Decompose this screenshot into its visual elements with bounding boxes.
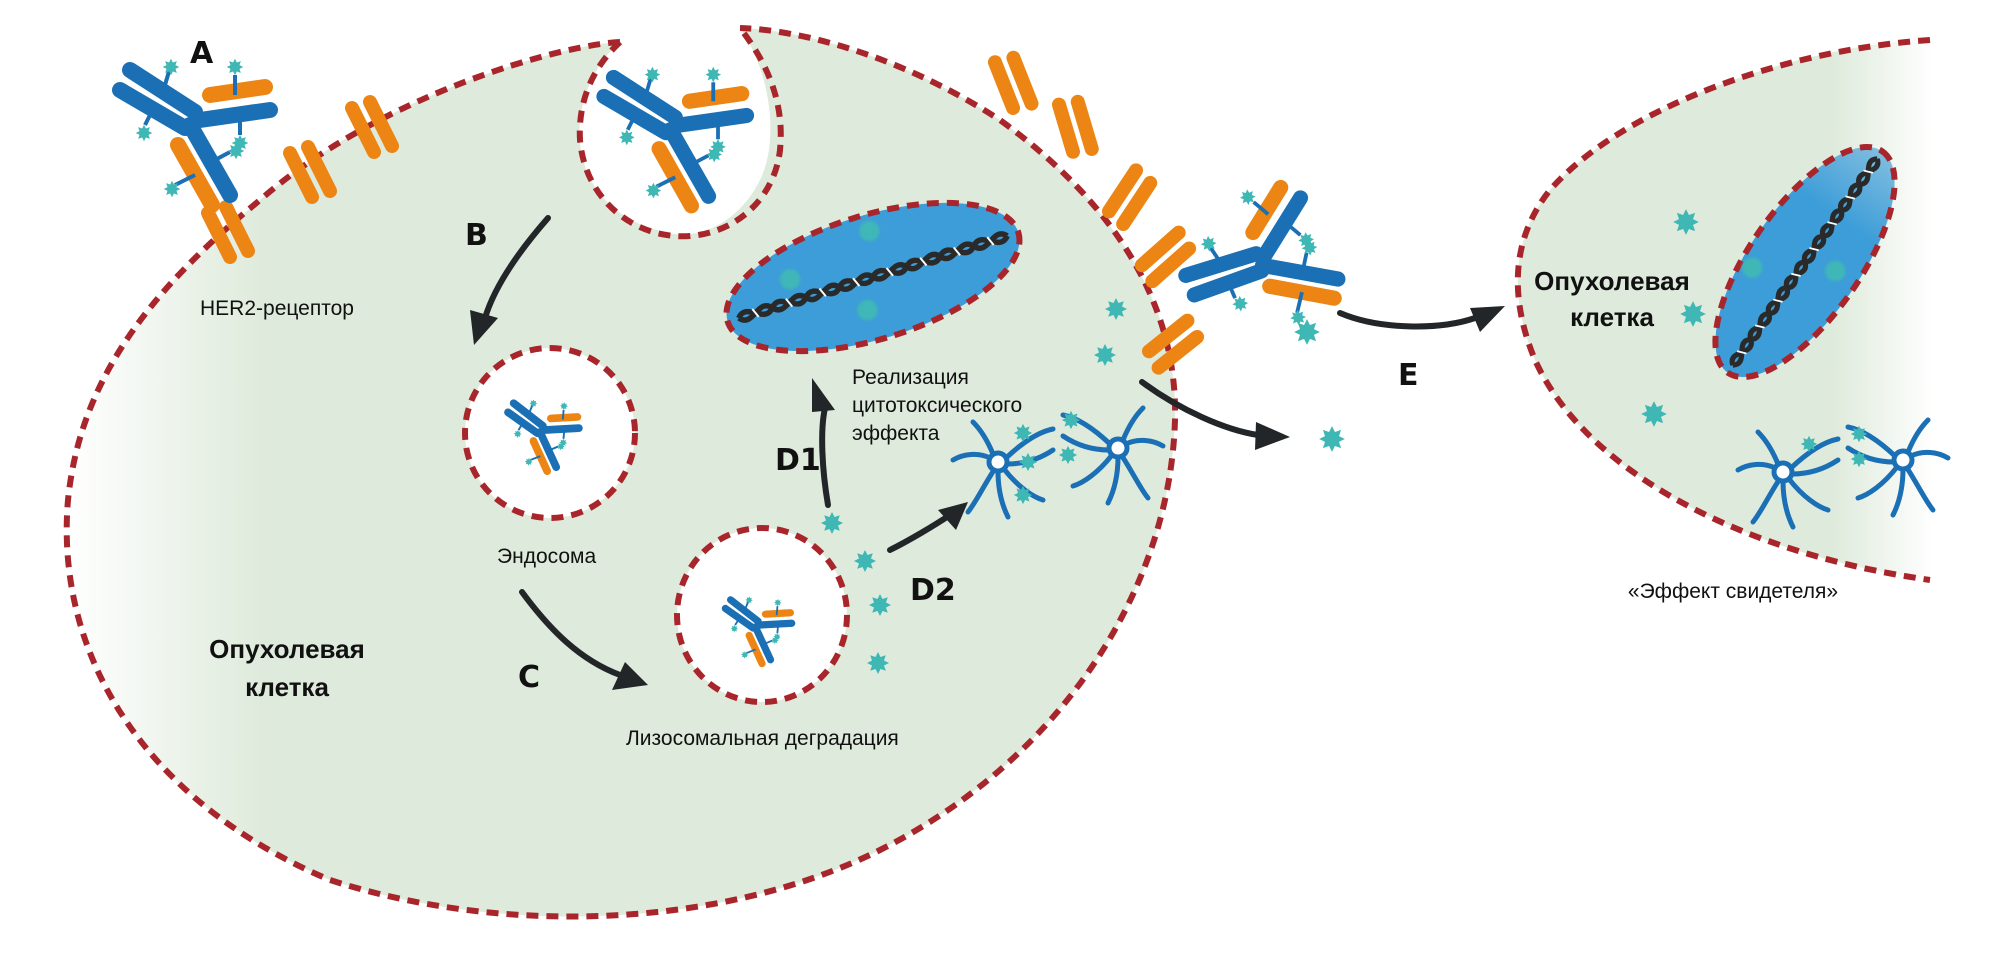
bystander-nucleus bbox=[1712, 144, 1898, 380]
lysosomal-degradation-label: Лизосомальная деградация bbox=[626, 727, 899, 750]
arrow-b bbox=[470, 215, 551, 345]
step-c-label: C bbox=[518, 660, 540, 695]
arrow-c bbox=[519, 589, 648, 690]
lysosome bbox=[674, 525, 850, 705]
bystander-cell bbox=[1514, 37, 1948, 583]
step-d2-label: D2 bbox=[910, 573, 956, 608]
nucleus bbox=[723, 199, 1023, 355]
step-b-label: B bbox=[465, 218, 488, 253]
arrow-exit bbox=[1139, 379, 1290, 450]
bystander-cell-membrane bbox=[1514, 37, 1931, 583]
internalization-vesicle bbox=[576, 26, 784, 240]
tumor-cell-label-2: клетка bbox=[245, 672, 329, 702]
endosome-label: Эндосома bbox=[497, 545, 596, 568]
cytotoxic-effect-label-2: цитотоксического bbox=[852, 394, 1022, 417]
arrow-d1 bbox=[812, 378, 835, 508]
tumor-cell-membrane bbox=[63, 25, 1179, 920]
step-a-label: A bbox=[190, 36, 214, 71]
bystander-effect-label: «Эффект свидетеля» bbox=[1628, 580, 1838, 603]
neighbor-cell-label-2: клетка bbox=[1570, 302, 1654, 332]
her2-receptor-label: HER2-рецептор bbox=[200, 297, 354, 320]
step-e-label: E bbox=[1398, 358, 1419, 393]
adc-antibody-bound bbox=[120, 59, 270, 205]
tumor-cell-label-1: Опухолевая bbox=[209, 634, 365, 664]
arrow-e bbox=[1337, 306, 1505, 332]
adc-antibody-internalizing bbox=[604, 67, 747, 206]
step-d1-label: D1 bbox=[775, 443, 821, 478]
cytotoxic-effect-label-1: Реализация bbox=[852, 366, 969, 389]
cytotoxic-effect-label-3: эффекта bbox=[852, 422, 940, 445]
arrow-d2 bbox=[887, 502, 968, 553]
neighbor-cell-label-1: Опухолевая bbox=[1534, 266, 1690, 296]
endosome bbox=[462, 345, 638, 521]
